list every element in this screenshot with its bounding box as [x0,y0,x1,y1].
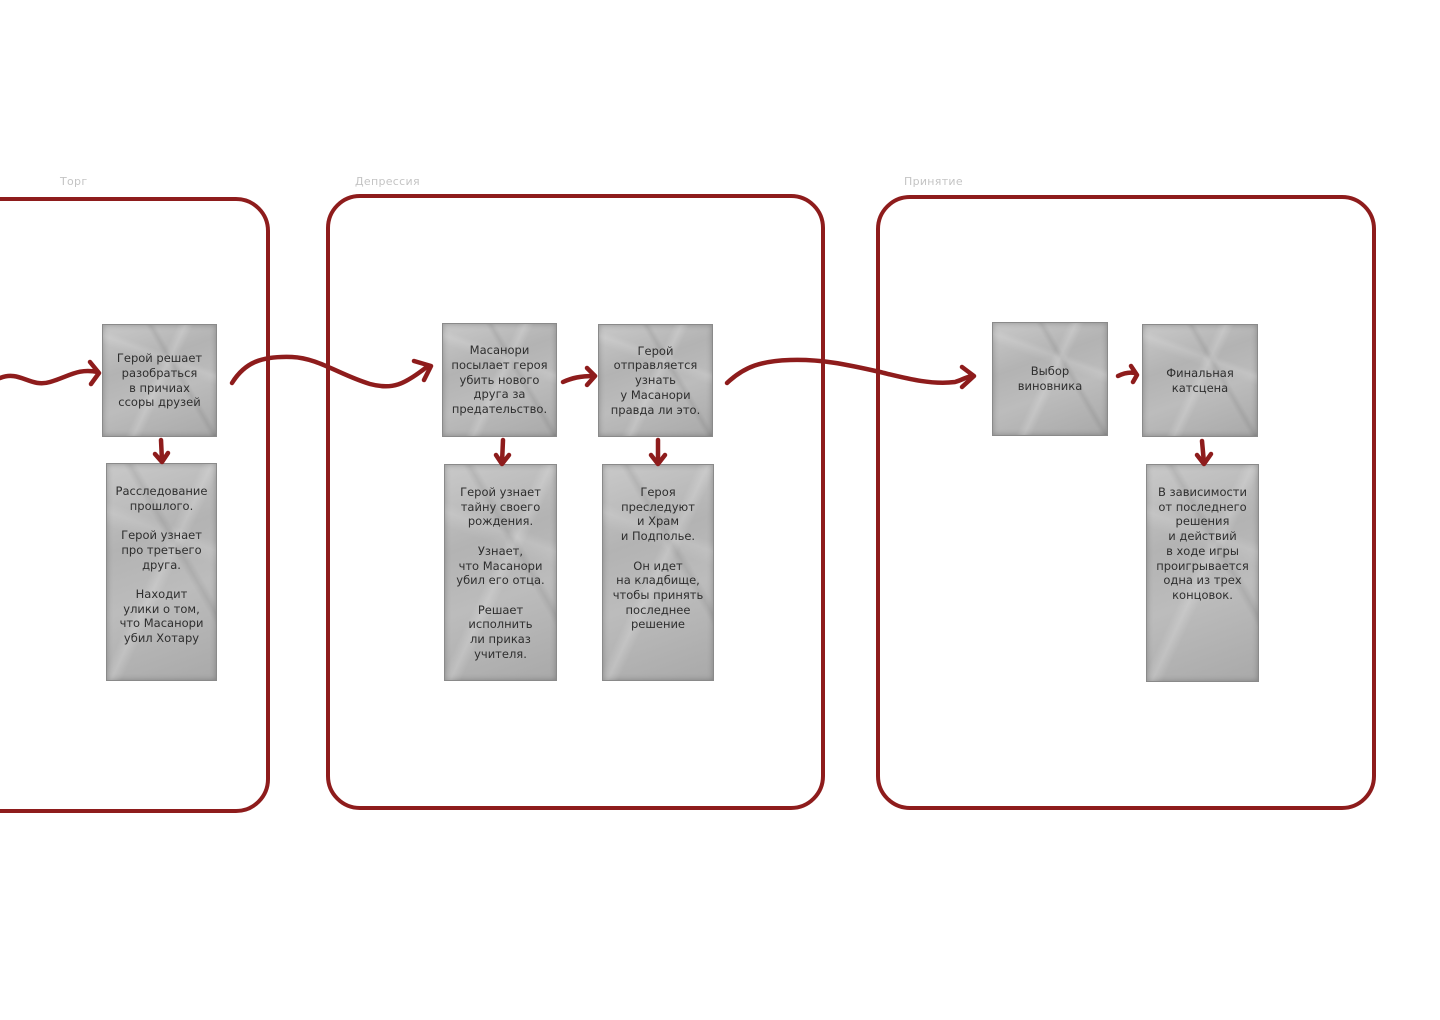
card-masanori-sends-hero[interactable]: Масанори посылает героя убить нового дру… [442,323,557,437]
arrow-head [959,364,977,390]
arrow-culprit-to-cutscene [1115,370,1138,379]
card-text: Герой отправляется узнать у Масанори пра… [610,343,701,417]
card-hero-pursued[interactable]: Героя преследуют и Храм и Подполье. Он и… [602,464,714,681]
arrow-torg-to-depression [229,354,431,389]
arrow-depression-to-acceptance [724,357,975,386]
stage-frame-torg[interactable] [0,197,270,813]
arrow-head [411,358,434,383]
card-investigate-past[interactable]: Расследование прошлого. Герой узнает про… [106,463,217,681]
card-final-cutscene[interactable]: Финальная катсцена [1142,324,1258,437]
stage-label-acceptance: Принятие [904,175,963,188]
card-text: Герой решает разобраться в причиах ссоры… [116,351,203,410]
arrow-into-quarrel [0,368,101,386]
card-text: Масанори посылает героя убить нового дру… [451,343,548,417]
card-text: В зависимости от последнего решения и де… [1156,485,1249,602]
stage-label-torg: Торг [60,175,88,188]
arrow-head [584,365,598,388]
arrow-send-to-ask [560,373,597,385]
arrow-head [152,450,171,465]
arrow-head [87,359,102,387]
card-text: Выбор виновника [1017,364,1083,393]
card-text: Расследование прошлого. Герой узнает про… [115,484,208,646]
card-investigate-quarrel[interactable]: Герой решает разобраться в причиах ссоры… [102,324,217,437]
stage-frame-depression[interactable] [326,194,825,810]
arrow-head [493,452,512,467]
card-text: Финальная катсцена [1166,365,1234,395]
card-text: Героя преследуют и Храм и Подполье. Он и… [612,485,704,632]
arrow-head [1128,363,1140,385]
arrow-head [1194,451,1214,467]
arrow-cutscene-to-endings [1199,438,1207,466]
card-birth-secret[interactable]: Герой узнает тайну своего рождения. Узна… [444,464,557,681]
card-text: Герой узнает тайну своего рождения. Узна… [456,485,545,661]
stage-label-depression: Депрессия [355,175,420,188]
card-endings[interactable]: В зависимости от последнего решения и де… [1146,464,1259,682]
card-ask-masanori[interactable]: Герой отправляется узнать у Масанори пра… [598,324,713,437]
arrow-send-to-birth [499,437,506,466]
arrow-head [648,452,668,467]
arrow-quarrel-to-past [158,437,165,464]
card-choose-culprit[interactable]: Выбор виновника [992,322,1108,436]
stage-frame-acceptance[interactable] [876,195,1376,810]
